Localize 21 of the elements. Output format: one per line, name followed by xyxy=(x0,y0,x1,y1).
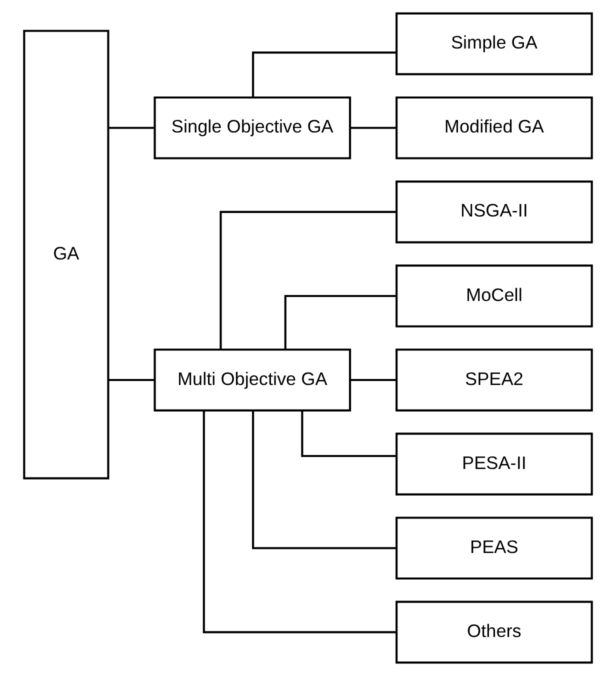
connector xyxy=(350,378,396,382)
connector xyxy=(350,126,396,129)
node-box: SPEA2 xyxy=(396,348,593,412)
node-box: Others xyxy=(396,600,593,664)
node-box: Simple GA xyxy=(396,12,593,76)
connector xyxy=(108,126,154,129)
node-box: Modified GA xyxy=(396,96,593,160)
connector xyxy=(301,410,396,458)
connector xyxy=(252,52,396,98)
node-box: Multi Objective GA xyxy=(154,348,352,412)
node-box: PESA-II xyxy=(396,432,593,496)
connector xyxy=(202,410,396,634)
node-box: Single Objective GA xyxy=(154,96,352,160)
connector xyxy=(284,294,396,350)
node-box: NSGA-II xyxy=(396,180,593,244)
node-box: GA xyxy=(23,30,110,480)
connector xyxy=(108,378,154,382)
node-box: MoCell xyxy=(396,264,593,328)
connector xyxy=(252,410,396,550)
connector xyxy=(220,210,396,350)
node-box: PEAS xyxy=(396,516,593,580)
